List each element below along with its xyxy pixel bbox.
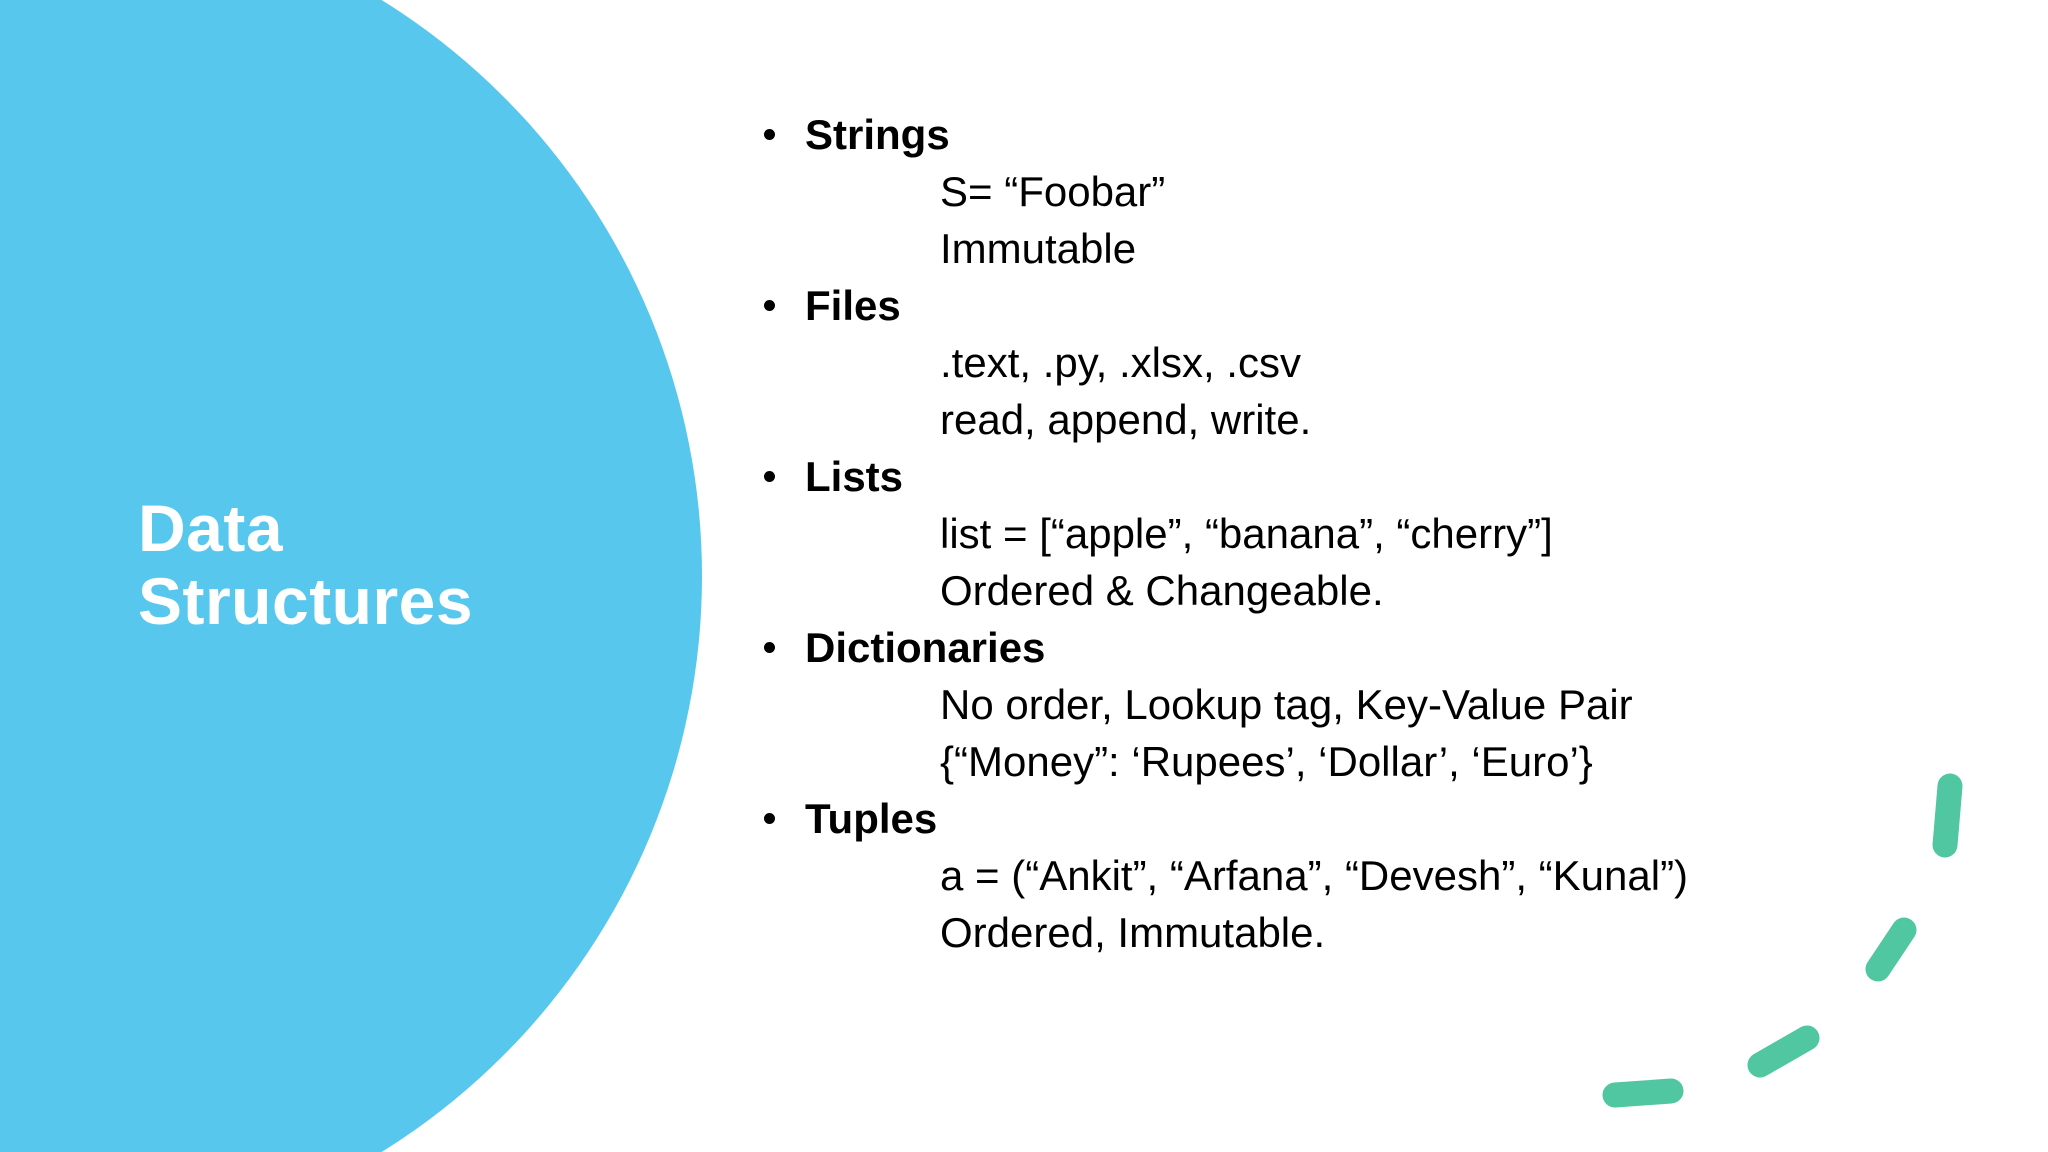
bullet-item-strings: Strings	[764, 106, 1944, 163]
section-heading: Strings	[805, 110, 950, 158]
slide-title: Data Structures	[138, 492, 473, 638]
detail-line: read, append, write.	[940, 395, 1312, 443]
bullet-icon	[764, 642, 775, 653]
detail-line: a = (“Ankit”, “Arfana”, “Devesh”, “Kunal…	[940, 851, 1689, 899]
bullet-icon	[764, 471, 775, 482]
detail-line: {“Money”: ‘Rupees’, ‘Dollar’, ‘Euro’}	[940, 737, 1593, 785]
detail-line: S= “Foobar”	[940, 167, 1166, 215]
section-heading: Files	[805, 281, 901, 329]
title-line-1: Data	[138, 491, 284, 565]
bullet-icon	[764, 813, 775, 824]
bullet-item-tuples: Tuples	[764, 790, 1944, 847]
content-list: Strings S= “Foobar” Immutable Files .tex…	[764, 106, 1944, 961]
bullet-item-lists: Lists	[764, 448, 1944, 505]
section-heading: Tuples	[805, 794, 938, 842]
bullet-item-dictionaries: Dictionaries	[764, 619, 1944, 676]
detail-line: Ordered, Immutable.	[940, 908, 1326, 956]
detail-line: Ordered & Changeable.	[940, 566, 1384, 614]
bullet-icon	[764, 129, 775, 140]
detail-line: list = [“apple”, “banana”, “cherry”]	[940, 509, 1553, 557]
title-line-2: Structures	[138, 564, 474, 638]
bullet-item-files: Files	[764, 277, 1944, 334]
bullet-icon	[764, 300, 775, 311]
detail-line: .text, .py, .xlsx, .csv	[940, 338, 1301, 386]
detail-line: No order, Lookup tag, Key-Value Pair	[940, 680, 1633, 728]
section-heading: Lists	[805, 452, 904, 500]
section-heading: Dictionaries	[805, 623, 1046, 671]
detail-line: Immutable	[940, 224, 1137, 272]
